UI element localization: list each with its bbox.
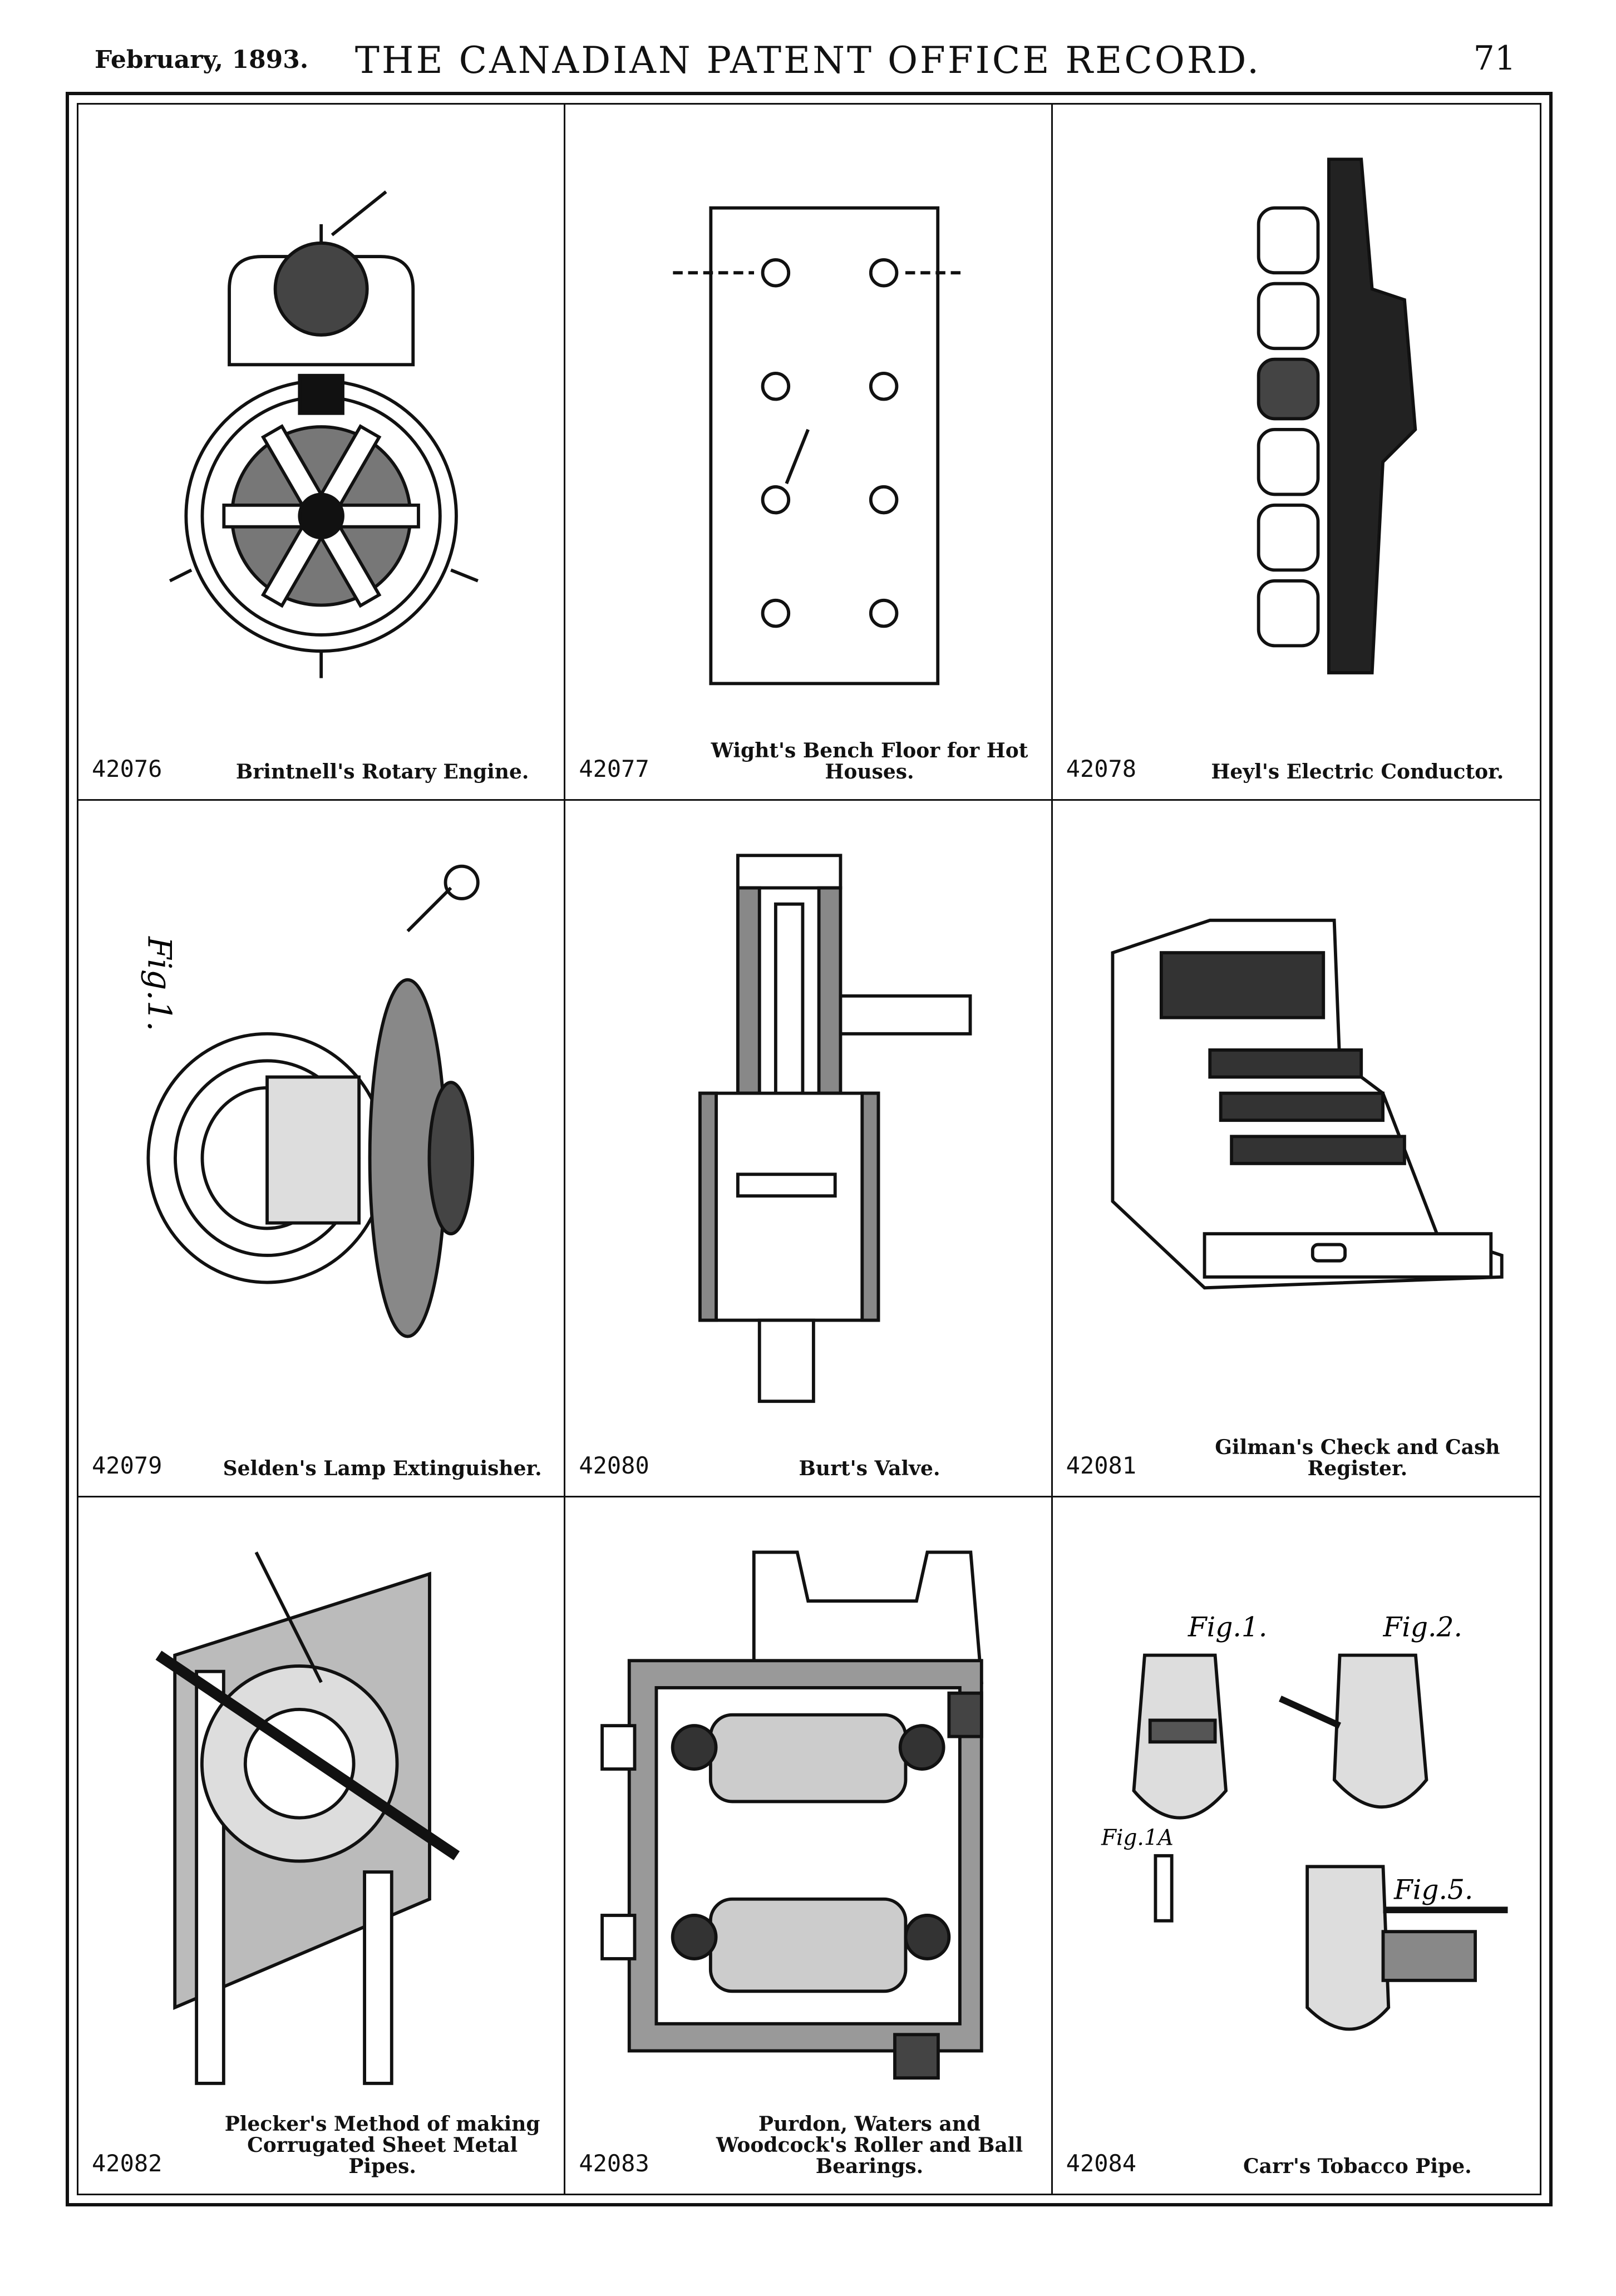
corrugated-pipe-machine-drawing	[101, 1520, 541, 2116]
patent-number: 42078	[1066, 755, 1137, 783]
patent-grid: 42076 Brintnell's Rotary Engine. 42077 W…	[78, 105, 1540, 2194]
roller-bearing-drawing	[588, 1520, 1028, 2116]
patent-caption: 42082 Plecker's Method of making Corruga…	[92, 2113, 550, 2177]
patent-number: 42084	[1066, 2150, 1137, 2177]
patent-caption: 42078 Heyl's Electric Conductor.	[1066, 738, 1526, 782]
patent-title: Carr's Tobacco Pipe.	[1243, 2155, 1472, 2178]
patent-title: Purdon, Waters and Woodcock's Roller and…	[716, 2112, 1023, 2178]
patent-title: Plecker's Method of making Corrugated Sh…	[224, 2112, 540, 2178]
rotary-engine-drawing	[101, 127, 541, 721]
fig5-label: Fig.5.	[1393, 1874, 1473, 1905]
cash-register-drawing	[1075, 823, 1518, 1417]
patent-number: 42076	[92, 755, 162, 783]
patent-cell: Fig.1. 42079 Selden's Lamp Extinguisher.	[78, 801, 566, 1497]
patent-title: Brintnell's Rotary Engine.	[235, 760, 529, 784]
patent-cell: 42081 Gilman's Check and Cash Register.	[1052, 801, 1540, 1497]
fig1a-label: Fig.1A	[1101, 1825, 1174, 1850]
plate-frame: 42076 Brintnell's Rotary Engine. 42077 W…	[66, 92, 1553, 2206]
patent-cell: 42080 Burt's Valve.	[565, 801, 1053, 1497]
patent-caption: 42076 Brintnell's Rotary Engine.	[92, 738, 550, 782]
patent-number: 42083	[579, 2150, 649, 2177]
valve-drawing	[588, 823, 1028, 1417]
patent-cell: 42082 Plecker's Method of making Corruga…	[78, 1497, 566, 2194]
patent-number: 42080	[579, 1451, 649, 1479]
patent-cell: Fig.1. Fig.2. Fig.1A Fig.5. 42084 Carr's…	[1053, 1497, 1540, 2194]
patent-caption: 42080 Burt's Valve.	[579, 1435, 1037, 1479]
lamp-extinguisher-drawing: Fig.1.	[101, 823, 541, 1417]
patent-number: 42079	[92, 1451, 162, 1479]
fig2-label: Fig.2.	[1382, 1612, 1462, 1643]
patent-caption: 42083 Purdon, Waters and Woodcock's Roll…	[579, 2113, 1037, 2177]
patent-caption: 42084 Carr's Tobacco Pipe.	[1066, 2132, 1526, 2177]
patent-cell: 42077 Wight's Bench Floor for Hot Houses…	[565, 105, 1053, 801]
tobacco-pipe-drawing: Fig.1. Fig.2. Fig.1A Fig.5.	[1075, 1520, 1518, 2116]
patent-caption: 42079 Selden's Lamp Extinguisher.	[92, 1435, 550, 1479]
patent-number: 42082	[92, 2150, 162, 2177]
patent-caption: 42081 Gilman's Check and Cash Register.	[1066, 1435, 1526, 1479]
patent-title: Gilman's Check and Cash Register.	[1215, 1435, 1500, 1480]
svg-text:Fig.1.: Fig.1.	[140, 936, 178, 1031]
fig1-label: Fig.1.	[1188, 1612, 1267, 1643]
issue-date: February, 1893.	[95, 46, 309, 74]
page-number: 71	[1473, 39, 1516, 78]
bench-floor-drawing	[588, 127, 1028, 721]
plate-inner-border: 42076 Brintnell's Rotary Engine. 42077 W…	[77, 103, 1541, 2195]
patent-title: Heyl's Electric Conductor.	[1211, 760, 1504, 784]
patent-caption: 42077 Wight's Bench Floor for Hot Houses…	[579, 738, 1037, 782]
patent-title: Wight's Bench Floor for Hot Houses.	[711, 739, 1028, 784]
patent-cell: 42083 Purdon, Waters and Woodcock's Roll…	[565, 1497, 1053, 2194]
patent-cell: 42076 Brintnell's Rotary Engine.	[78, 105, 566, 801]
patent-title: Burt's Valve.	[799, 1456, 940, 1480]
patent-cell: 42078 Heyl's Electric Conductor.	[1052, 105, 1540, 801]
patent-number: 42077	[579, 755, 649, 783]
page-header: February, 1893. THE CANADIAN PATENT OFFI…	[0, 39, 1616, 89]
electric-conductor-drawing	[1075, 127, 1518, 721]
publication-title: THE CANADIAN PATENT OFFICE RECORD.	[354, 39, 1262, 82]
patent-title: Selden's Lamp Extinguisher.	[223, 1456, 542, 1480]
patent-number: 42081	[1066, 1451, 1137, 1479]
